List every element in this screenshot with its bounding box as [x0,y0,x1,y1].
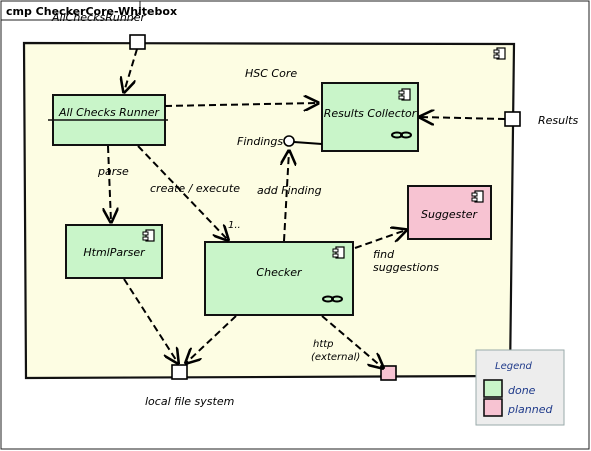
suggester-label: Suggester [421,208,478,221]
parser-to-fs-connector [123,278,178,363]
create-execute-label: create / execute [150,182,240,195]
results-port-connector [420,117,506,119]
hsc-core-label: HSC Core [245,67,297,80]
component-icon [398,88,411,101]
http-label-1: http [313,339,334,350]
legend-label-planned: planned [507,403,553,416]
checker-label: Checker [256,266,303,279]
frame-title-tab [0,0,141,21]
http-label-2: (external) [311,352,360,363]
findings-interface-label: Findings [237,135,283,148]
html-parser-component[interactable]: HtmlParser [65,224,163,279]
find-suggestions-label-1: find [373,248,395,261]
component-icon [142,229,155,242]
results-port-label: Results [538,114,578,127]
component-icon [332,246,345,259]
all-checks-runner-component[interactable]: All Checks Runner [48,94,168,146]
results-collector-label: Results Collector [324,107,418,120]
frame-title: cmp CheckerCore-Whitebox [6,5,177,18]
http-connector [321,315,383,368]
findings-interface[interactable] [283,135,323,147]
link-icon [391,131,412,139]
legend-swatch-done [483,379,503,398]
legend-title: Legend [495,361,533,372]
legend-label-done: done [508,384,536,397]
checker-component[interactable]: Checker [204,241,354,316]
results-collector-component[interactable]: Results Collector [321,82,419,152]
suggester-component[interactable]: Suggester [407,185,492,240]
find-suggestions-label-2: suggestions [373,261,439,274]
html-parser-label: HtmlParser [83,246,146,259]
parse-label: parse [97,165,129,178]
multiplicity-label: 1.. [228,220,241,231]
runner-to-collector-connector [164,103,318,106]
results-port[interactable] [504,111,521,127]
legend: Legend done planned [475,349,565,426]
port-to-runner-connector [124,48,138,92]
link-icon [322,295,343,303]
add-finding-connector [284,151,289,242]
component-icon [471,190,484,203]
parse-connector [108,145,111,222]
local-fs-port[interactable] [171,364,188,380]
checker-to-fs-connector [186,315,237,363]
legend-swatch-planned [483,398,503,417]
local-fs-port-label: local file system [145,395,234,408]
find-suggestions-connector [354,230,406,249]
all-checks-runner-label: All Checks Runner [58,106,161,119]
component-icon [493,47,506,60]
http-port[interactable] [380,365,397,381]
allchecksrunner-port[interactable] [129,34,146,50]
add-finding-label: add Finding [257,184,322,197]
top-port-label: AllChecksRunner [51,11,147,24]
